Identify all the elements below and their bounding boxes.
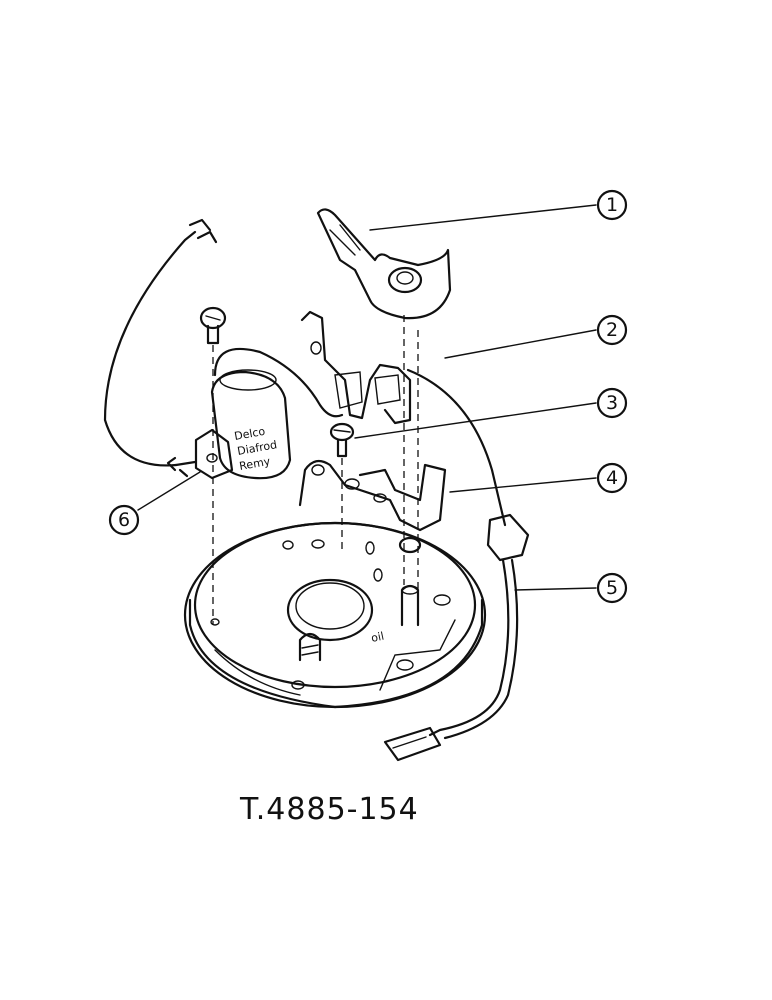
contact-bracket bbox=[298, 459, 447, 554]
callout-1-label: 1 bbox=[606, 194, 618, 216]
figure-id-caption: T.4885-154 bbox=[240, 792, 419, 827]
callout-1: 1 bbox=[596, 189, 628, 221]
callout-5-label: 5 bbox=[606, 577, 618, 599]
callout-4-label: 4 bbox=[606, 467, 618, 489]
callout-3: 3 bbox=[596, 387, 628, 419]
contact-screw bbox=[329, 422, 355, 458]
condenser-marking-line-1: Delco bbox=[233, 425, 266, 443]
spade-terminal bbox=[383, 726, 442, 762]
callout-6-label: 6 bbox=[118, 509, 130, 531]
callout-2: 2 bbox=[596, 314, 628, 346]
condenser-screw bbox=[199, 306, 227, 345]
breaker-base-plate: oil bbox=[183, 521, 487, 709]
grommet bbox=[486, 513, 530, 562]
plate-oil-marking: oil bbox=[370, 630, 385, 645]
condenser-marking-line-3: Remy bbox=[238, 455, 271, 473]
center-hole bbox=[286, 578, 374, 642]
contact-point-assembly bbox=[300, 310, 412, 425]
low-tension-lead bbox=[383, 368, 530, 762]
rotor-arm bbox=[316, 208, 452, 320]
callout-3-label: 3 bbox=[606, 392, 618, 414]
assembly-guide-lines bbox=[212, 315, 419, 625]
condenser: Delco Diafrod Remy bbox=[194, 369, 292, 480]
callout-6: 6 bbox=[108, 504, 140, 536]
callout-4: 4 bbox=[596, 462, 628, 494]
callout-2-label: 2 bbox=[606, 319, 618, 341]
leader-lines bbox=[137, 204, 597, 591]
condenser-lead-wire bbox=[103, 218, 344, 478]
callout-5: 5 bbox=[596, 572, 628, 604]
